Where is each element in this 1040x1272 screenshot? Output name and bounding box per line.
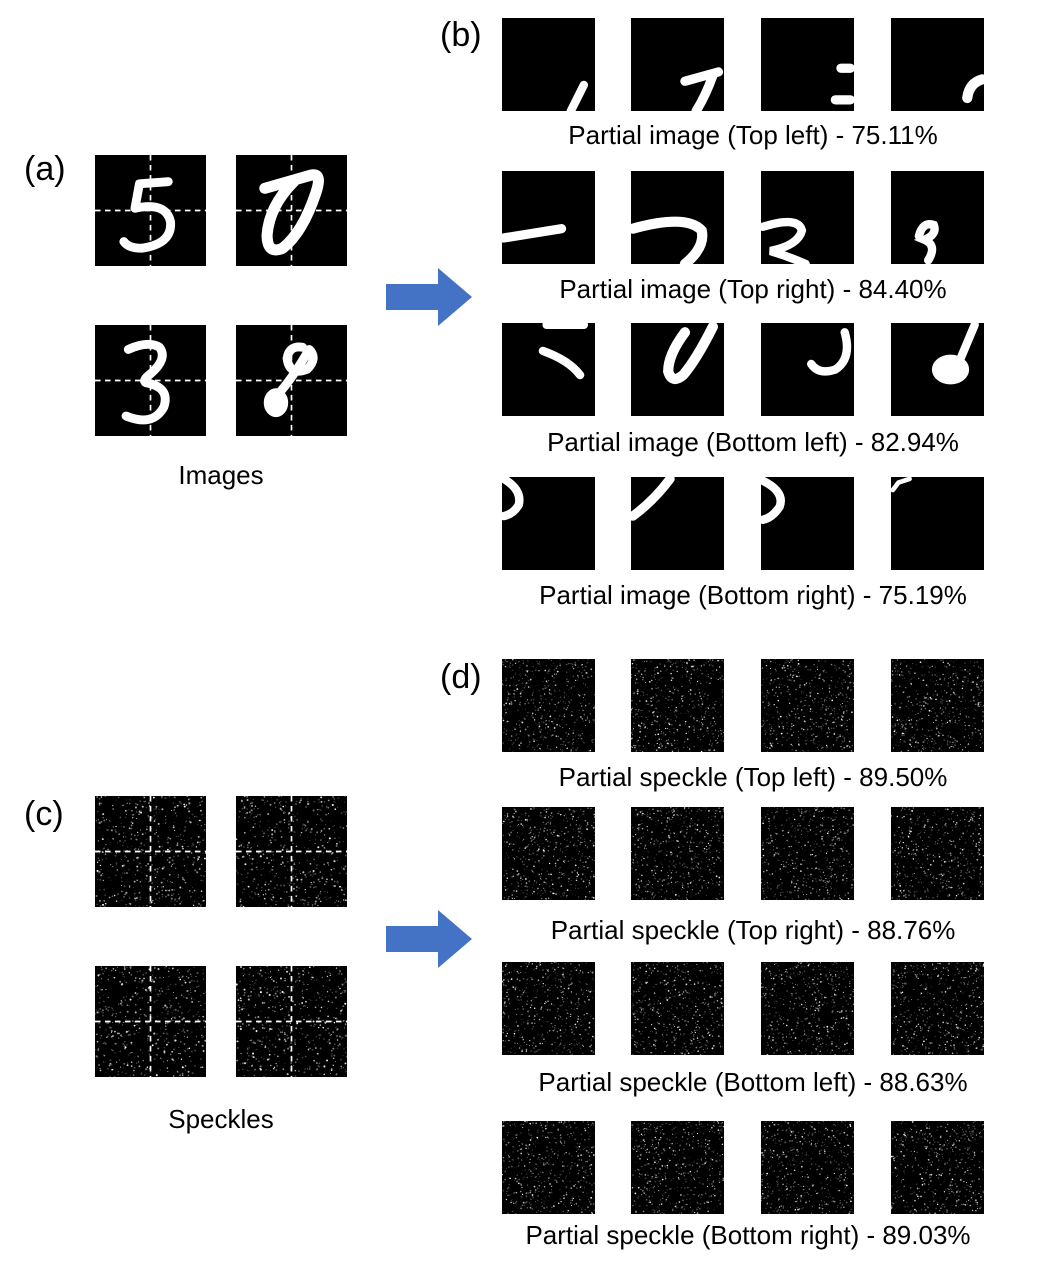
partial-image-caption: Partial image (Bottom left) - 82.94%: [547, 427, 959, 457]
panel-label-a: (a): [24, 150, 66, 188]
partial-image-tile: [761, 171, 854, 264]
images-caption: Images: [178, 460, 264, 490]
panel-label-c: (c): [24, 795, 64, 833]
digit-image-0: [236, 155, 347, 266]
partial-image-tile: [502, 171, 595, 264]
digit-image-3: [95, 325, 206, 436]
partial-image-tile: [891, 171, 984, 264]
speckle-pattern: [236, 796, 347, 907]
partial-image-tile: [631, 18, 724, 111]
partial-image-tile: [891, 477, 984, 570]
partial-image-tile: [631, 323, 724, 416]
partial-image-tile: [502, 18, 595, 111]
partial-image-tile: [631, 171, 724, 264]
speckle-pattern: [95, 796, 206, 907]
partial-speckle-tile: [631, 807, 724, 900]
partial-speckle-tile: [761, 807, 854, 900]
speckles-caption: Speckles: [168, 1104, 274, 1134]
speckle-pattern: [236, 966, 347, 1077]
partial-image-tile: [891, 323, 984, 416]
partial-image-tile: [502, 323, 595, 416]
partial-image-tile: [891, 18, 984, 111]
partial-image-caption: Partial image (Top right) - 84.40%: [559, 274, 947, 304]
partial-speckle-tile: [891, 807, 984, 900]
partial-image-tile: [761, 18, 854, 111]
partial-speckle-caption: Partial speckle (Top left) - 89.50%: [558, 762, 948, 792]
partial-speckle-tile: [631, 1121, 724, 1214]
digit-image-8: [236, 325, 347, 436]
partial-speckle-tile: [502, 807, 595, 900]
arrow-right-icon: [386, 910, 472, 968]
partial-speckle-tile: [761, 659, 854, 752]
partial-speckle-caption: Partial speckle (Bottom right) - 89.03%: [525, 1220, 971, 1250]
partial-image-caption: Partial image (Top left) - 75.11%: [568, 120, 938, 150]
partial-image-caption: Partial image (Bottom right) - 75.19%: [539, 580, 967, 610]
partial-speckle-tile: [502, 962, 595, 1055]
partial-speckle-tile: [891, 659, 984, 752]
partial-speckle-tile: [502, 659, 595, 752]
panel-label-d: (d): [440, 658, 482, 696]
partial-speckle-tile: [761, 1121, 854, 1214]
panel-label-b: (b): [440, 16, 482, 54]
partial-speckle-caption: Partial speckle (Bottom left) - 88.63%: [538, 1067, 968, 1097]
partial-image-tile: [761, 323, 854, 416]
partial-image-tile: [502, 477, 595, 570]
digit-image-5: [95, 155, 206, 266]
partial-speckle-tile: [761, 962, 854, 1055]
partial-speckle-tile: [891, 1121, 984, 1214]
arrow-right-icon: [386, 268, 472, 326]
partial-speckle-tile: [891, 962, 984, 1055]
partial-speckle-tile: [502, 1121, 595, 1214]
partial-image-tile: [761, 477, 854, 570]
speckle-pattern: [95, 966, 206, 1077]
partial-speckle-tile: [631, 962, 724, 1055]
partial-image-tile: [631, 477, 724, 570]
partial-speckle-caption: Partial speckle (Top right) - 88.76%: [550, 915, 956, 945]
partial-speckle-tile: [631, 659, 724, 752]
